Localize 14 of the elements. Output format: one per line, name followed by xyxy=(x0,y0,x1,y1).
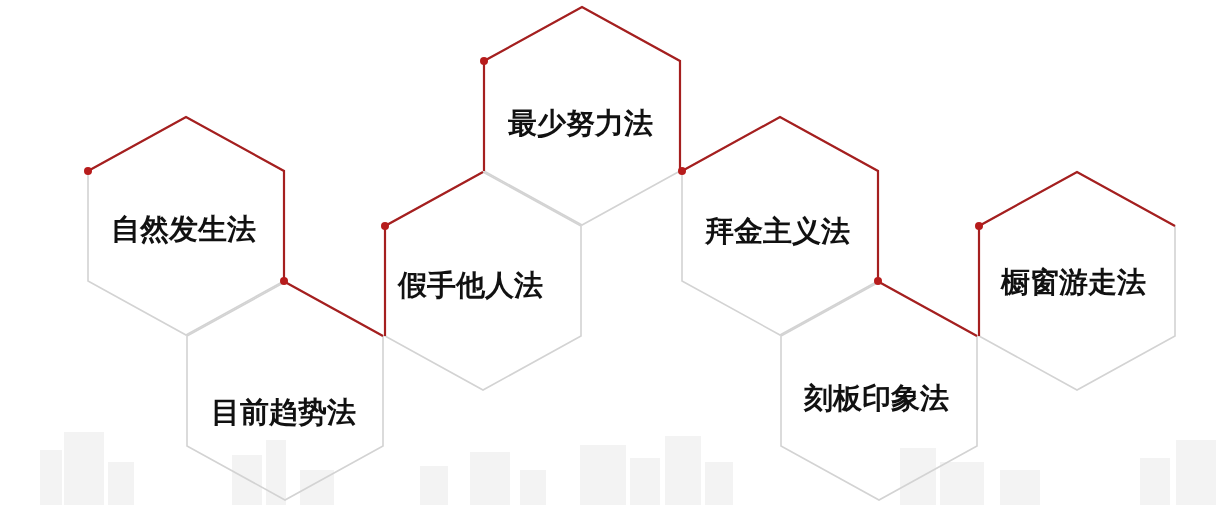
hexagon-label: 拜金主义法 xyxy=(704,215,850,249)
hexagon-label: 橱窗游走法 xyxy=(1000,266,1146,300)
hexagon-label: 自然发生法 xyxy=(110,213,256,247)
hexagon-label: 假手他人法 xyxy=(397,269,543,303)
hexagon xyxy=(87,116,285,336)
hexagon xyxy=(978,171,1176,391)
hexagon xyxy=(186,281,384,501)
hexagon xyxy=(384,171,582,391)
hexagon xyxy=(483,6,681,226)
hexagon xyxy=(780,281,978,501)
hexagon-label: 最少努力法 xyxy=(507,107,653,141)
hexagon-label: 目前趋势法 xyxy=(210,396,356,430)
hexagon-label: 刻板印象法 xyxy=(803,382,949,416)
hexagon xyxy=(681,116,879,336)
